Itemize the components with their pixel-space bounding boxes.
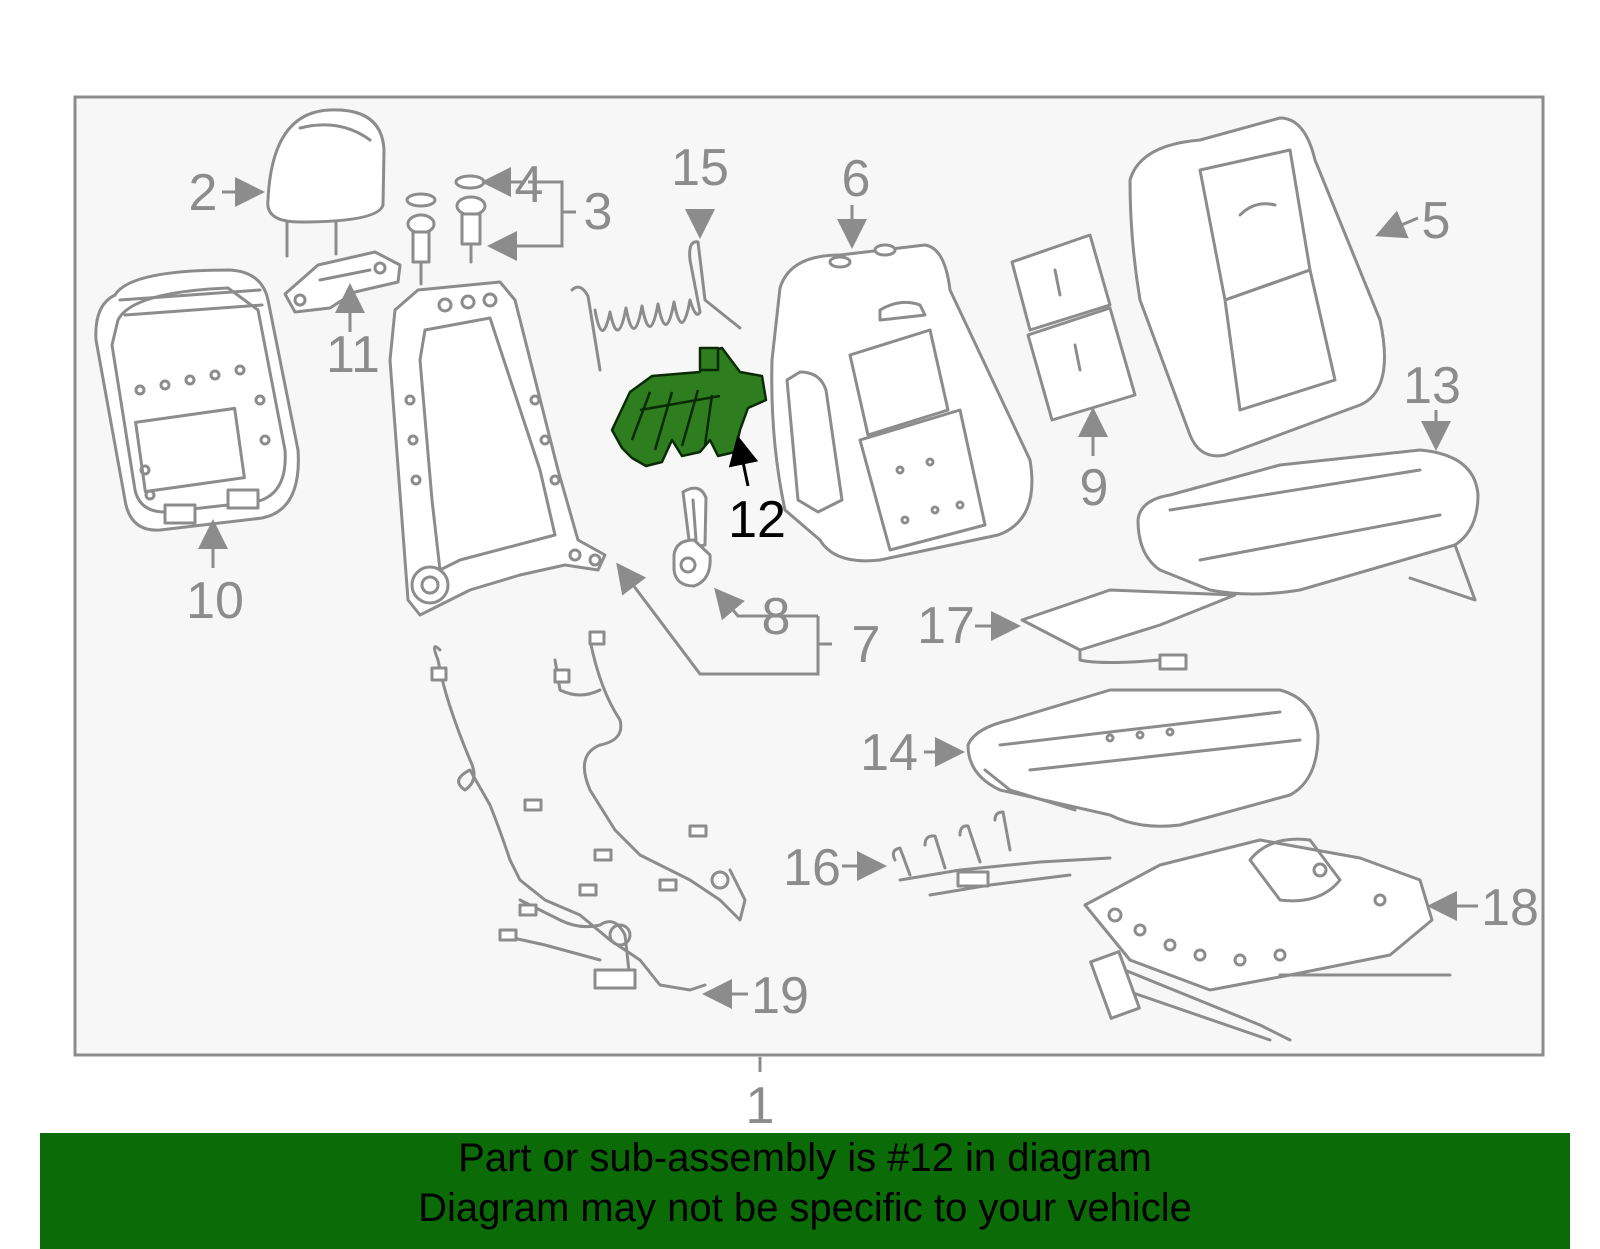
callout-9: 9 <box>1080 459 1109 517</box>
callout-2: 2 <box>189 164 218 222</box>
part-motor <box>672 486 712 588</box>
callout-leaders <box>198 167 1478 1072</box>
banner-line-disclaimer: Diagram may not be specific to your vehi… <box>418 1186 1192 1230</box>
part-back-panel <box>94 268 300 532</box>
callout-18: 18 <box>1481 879 1539 937</box>
callout-19: 19 <box>751 967 809 1025</box>
part-lumbar-assembly-highlighted <box>610 346 768 468</box>
callout-15: 15 <box>671 139 729 197</box>
callout-16: 16 <box>783 839 841 897</box>
part-cushion-cover <box>1136 448 1480 602</box>
callout-4: 4 <box>515 156 544 214</box>
callout-6: 6 <box>842 150 871 208</box>
part-cushion-wiring <box>891 810 1112 897</box>
part-heater-pads <box>1010 233 1137 422</box>
callout-12-highlighted: 12 <box>728 491 786 549</box>
callout-7: 7 <box>852 616 881 674</box>
banner-line-part-number: Part or sub-assembly is #12 in diagram <box>458 1136 1152 1180</box>
part-seatback-pad <box>770 243 1034 563</box>
part-headrest <box>266 108 386 258</box>
part-seatback-frame <box>388 280 607 617</box>
callout-8: 8 <box>762 588 791 646</box>
callout-11: 11 <box>326 326 380 384</box>
part-sensor-mat <box>1020 588 1237 671</box>
callout-5: 5 <box>1422 192 1451 250</box>
callout-3: 3 <box>584 183 613 241</box>
part-wiring-harness <box>430 630 747 992</box>
part-cushion-pad <box>966 688 1320 828</box>
callout-1: 1 <box>746 1077 775 1135</box>
part-headrest-guides <box>405 174 487 286</box>
callout-13: 13 <box>1403 357 1461 415</box>
part-seatback-cover <box>1128 116 1386 458</box>
info-banner: Part or sub-assembly is #12 in diagram D… <box>40 1133 1570 1249</box>
callout-14: 14 <box>860 724 918 782</box>
part-bracket <box>283 250 402 314</box>
callout-10: 10 <box>186 572 244 630</box>
callout-17: 17 <box>917 597 975 655</box>
part-spring-wire <box>570 240 742 372</box>
